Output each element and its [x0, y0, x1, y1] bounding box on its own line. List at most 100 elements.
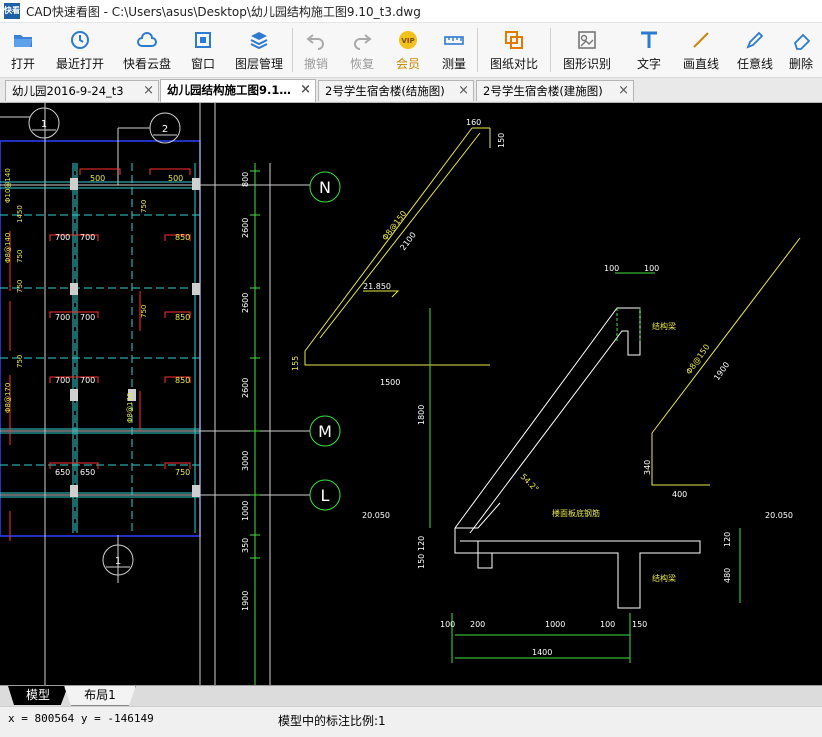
tab-label: 2号学生宿舍楼(建施图) [483, 84, 603, 98]
tab-label: 幼儿园结构施工图9.1… [167, 83, 291, 97]
stair-hidden-lines [429, 308, 641, 528]
layers-icon [250, 32, 268, 50]
note-text: Φ8@170 [4, 383, 12, 413]
dim-text: 2600 [241, 218, 250, 238]
close-icon[interactable]: × [458, 83, 469, 98]
compare-button[interactable]: 图纸对比 [478, 23, 550, 77]
close-icon[interactable]: × [143, 83, 154, 98]
note-text: 750 [16, 250, 24, 263]
cloud-icon [137, 32, 157, 47]
dim-text: 1900 [241, 591, 250, 611]
plan-dim-text: 650 [80, 468, 95, 477]
plan-columns [70, 178, 200, 497]
stair-text: 楼面板底钢筋 [552, 508, 600, 518]
folder-open-icon [14, 35, 32, 47]
compare-icon [505, 31, 523, 49]
dim-text: 2600 [241, 293, 250, 313]
window-button[interactable]: 窗口 [180, 23, 226, 77]
redo-button[interactable]: 恢复 [339, 23, 385, 77]
close-icon[interactable]: × [618, 83, 629, 98]
stair-text: 100 [644, 264, 659, 273]
dim-text: 350 [241, 538, 250, 553]
tab-label: 幼儿园2016-9-24_t3 [12, 84, 124, 98]
plan-dim-text: 700 [80, 376, 95, 385]
recent-clock-icon [71, 31, 89, 49]
axis-bubble-m [309, 415, 341, 447]
delete-button[interactable]: 删除 [783, 23, 819, 77]
tab-dorm-architecture[interactable]: 2号学生宿舍楼(建施图) × [476, 80, 634, 101]
toolbar-separator [292, 28, 293, 72]
stair-text: 100 [604, 264, 619, 273]
tab-model[interactable]: 模型 [8, 686, 68, 705]
note-text: Φ8@170 [126, 393, 134, 423]
cad-drawing: 500 500 700 700 850 700 700 850 700 700 … [0, 103, 801, 685]
stair-text: 1800 [417, 405, 426, 425]
measure-button[interactable]: 测量 [431, 23, 477, 77]
dim-text: 2600 [241, 378, 250, 398]
stair-text: 结构梁 [652, 321, 676, 331]
draw-line-button[interactable]: 画直线 [675, 23, 727, 77]
tab-layout1[interactable]: 布局1 [64, 686, 136, 706]
tab-dorm-structure[interactable]: 2号学生宿舍楼(结施图) × [318, 80, 474, 101]
plan-left-notes: Φ10@140 Φ8@140 1450 750 750 Φ8@170 Φ8@17… [4, 168, 148, 423]
text-button[interactable]: 文字 [623, 23, 675, 77]
drawing-canvas[interactable]: 500 500 700 700 850 700 700 850 700 700 … [0, 103, 822, 685]
cloud-button[interactable]: 快看云盘 [114, 23, 180, 77]
undo-button[interactable]: 撤销 [293, 23, 339, 77]
axis-label: 1 [115, 556, 121, 567]
stair-text: Φ8@150 [380, 209, 408, 242]
app-logo-icon: 快看 [4, 3, 20, 19]
plan-dims: 500 500 700 700 850 700 700 850 700 700 … [55, 174, 190, 477]
stair-text: 120 [723, 532, 732, 547]
layers-button[interactable]: 图层管理 [226, 23, 292, 77]
axis-label: 1 [41, 119, 47, 130]
note-text: 750 [16, 280, 24, 293]
redo-icon [354, 34, 372, 50]
stair-text: 1900 [712, 360, 731, 382]
stair-text: 21.850 [363, 282, 391, 291]
compare-label: 图纸对比 [489, 57, 538, 71]
toolbar-separator [477, 28, 478, 72]
cloud-label: 快看云盘 [122, 57, 171, 71]
plan-dim-text: 500 [90, 174, 105, 183]
stair-text: 120 [417, 536, 426, 551]
stair-text: 1400 [532, 648, 552, 657]
stair-text: 400 [672, 490, 687, 499]
window-title: CAD快速看图 - C:\Users\asus\Desktop\幼儿园结构施工图… [26, 4, 421, 19]
vip-icon: VIP [399, 31, 417, 49]
stair-text: 155 [291, 356, 300, 371]
axis-label: 2 [162, 124, 168, 135]
stair-rebar [319, 132, 801, 486]
vertical-dim-chain: 800 2600 2600 2600 3000 1000 350 1900 [241, 163, 271, 685]
dim-text: 3000 [241, 451, 250, 471]
layout-tabs: 模型 布局1 [0, 685, 822, 706]
undo-icon [306, 34, 324, 50]
plan-dim-text: 500 [168, 174, 183, 183]
shape-recognize-button[interactable]: 图形识别 [551, 23, 623, 77]
stair-text: 150 [632, 620, 647, 629]
freehand-button[interactable]: 任意线 [727, 23, 783, 77]
plan-dim-text: 700 [55, 233, 70, 242]
recent-label: 最近打开 [55, 57, 104, 71]
axis-bubble-1-bottom [102, 544, 134, 576]
stair-upper-outline [304, 127, 491, 366]
tab-kindergarten-structure[interactable]: 幼儿园结构施工图9.1… × [160, 79, 316, 102]
grid-axes [0, 103, 310, 685]
stair-text: 160 [466, 118, 481, 127]
stair-text: 100 [600, 620, 615, 629]
redo-label: 恢复 [349, 57, 374, 71]
axis-bubble-n [309, 171, 341, 203]
axis-label: M [318, 422, 332, 441]
vip-button[interactable]: VIP 会员 [385, 23, 431, 77]
tab-kindergarten-2016[interactable]: 幼儿园2016-9-24_t3 × [5, 80, 159, 101]
plan-dim-text: 700 [80, 313, 95, 322]
stair-text: 480 [723, 568, 732, 583]
close-icon[interactable]: × [300, 82, 311, 97]
vip-label: 会员 [395, 57, 420, 71]
open-button[interactable]: 打开 [0, 23, 46, 77]
document-tabs: 幼儿园2016-9-24_t3 × 幼儿园结构施工图9.1… × 2号学生宿舍楼… [0, 78, 822, 103]
note-text: 750 [140, 305, 148, 318]
recent-button[interactable]: 最近打开 [46, 23, 114, 77]
cursor-coordinates: x = 800564 y = -146149 [8, 712, 154, 725]
axis-label: N [319, 178, 331, 197]
